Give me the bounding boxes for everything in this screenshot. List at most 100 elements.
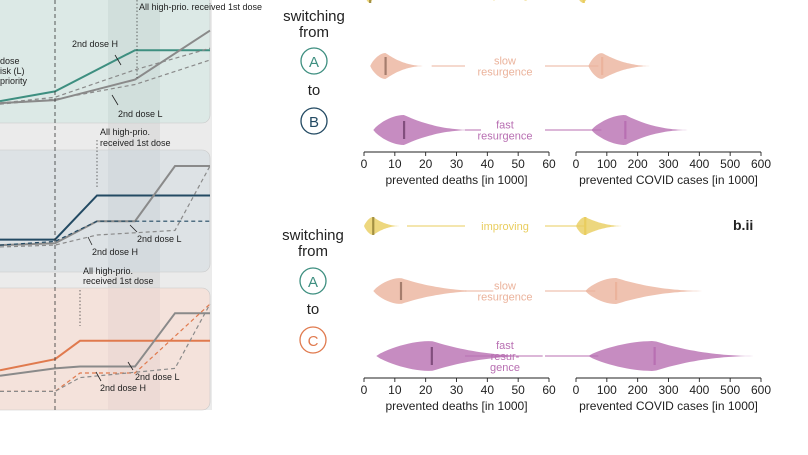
tick-label: 0 <box>361 383 368 397</box>
tick-label: 300 <box>658 157 678 171</box>
switch-title: from <box>299 24 329 41</box>
tick-label: 400 <box>689 383 709 397</box>
violin-deaths <box>366 0 373 3</box>
axis-title: prevented COVID cases [in 1000] <box>579 173 758 187</box>
scenario-label: resur- <box>491 351 520 363</box>
switch-title: switching <box>283 8 345 25</box>
tick-label: 0 <box>573 157 580 171</box>
violin-deaths <box>376 341 537 371</box>
pointer <box>114 54 122 66</box>
tick-label: 30 <box>450 383 464 397</box>
scenario-circle-to <box>299 326 327 354</box>
tick-label: 600 <box>751 383 771 397</box>
scenario-label: gence <box>490 362 520 374</box>
annotation-text: All high-prio. <box>100 127 150 137</box>
line-panel-3 <box>0 287 211 411</box>
tick-label: 100 <box>597 157 617 171</box>
tick-label: 600 <box>751 157 771 171</box>
annotation-text: All high-prio. received 1st dose <box>139 2 262 12</box>
pointer <box>127 361 134 371</box>
pointer <box>111 94 119 106</box>
series-line-4 <box>0 165 211 248</box>
violin-deaths <box>373 115 475 145</box>
pointer <box>95 371 102 382</box>
line-label: 2nd dose H <box>72 39 118 49</box>
tick-label: 50 <box>511 383 525 397</box>
violin-cases <box>576 217 626 235</box>
line-panel-1 <box>0 0 211 124</box>
line-label: 2nd dose H <box>92 247 138 257</box>
tick-label: 10 <box>388 383 402 397</box>
side-label: dose <box>0 56 20 66</box>
scenario-row: improving <box>364 217 626 235</box>
line-label: 2nd dose L <box>135 372 180 382</box>
tick-label: 500 <box>720 157 740 171</box>
scenario-label: improving <box>481 0 529 1</box>
scenario-label: slow <box>494 281 516 293</box>
annotation-text: received 1st dose <box>100 138 171 148</box>
violin-cases <box>588 341 758 371</box>
panel-background <box>0 0 211 124</box>
tick-label: 60 <box>542 383 556 397</box>
scenario-label: improving <box>481 221 529 233</box>
scenario-circle-from <box>300 47 328 75</box>
tick-label: 10 <box>388 157 402 171</box>
scenario-label: resurgence <box>477 67 532 79</box>
tick-label: 300 <box>658 383 678 397</box>
tick-label: 0 <box>361 157 368 171</box>
side-label: isk (L) <box>0 66 25 76</box>
pointer <box>87 236 93 246</box>
scenario-label: fast <box>496 120 514 132</box>
scenario-circle-to <box>300 107 328 135</box>
panel-band <box>108 150 160 272</box>
tick-label: 50 <box>511 157 525 171</box>
tick-label: 20 <box>419 383 433 397</box>
axis-title: prevented deaths [in 1000] <box>385 399 527 413</box>
deaths-axis: 0 10 20 30 40 50 60 prevented deaths [in 1000] <box>361 377 556 413</box>
series-line-1 <box>0 339 210 372</box>
annotation-text: received 1st dose <box>83 276 154 286</box>
violin-deaths <box>364 217 401 235</box>
tick-label: 40 <box>481 383 495 397</box>
line-panel-2 <box>0 149 211 273</box>
line-label: 2nd dose H <box>100 383 146 393</box>
scenario-letter-to: B <box>309 114 319 131</box>
switch-title: from <box>298 243 328 260</box>
to-word: to <box>307 301 320 318</box>
tick-label: 400 <box>689 157 709 171</box>
axis-title: prevented COVID cases [in 1000] <box>579 399 758 413</box>
line-label: 2nd dose L <box>118 109 163 119</box>
switch-title: switching <box>282 227 344 244</box>
tick-label: 60 <box>542 157 556 171</box>
series-line-2 <box>0 29 211 105</box>
tick-label: 20 <box>419 157 433 171</box>
tick-label: 200 <box>628 157 648 171</box>
scenario-letter-from: A <box>308 274 318 291</box>
panel-band <box>108 288 160 410</box>
violin-panel-1: improvingslowresurgencefastresurgence010… <box>283 0 771 187</box>
tick-label: 30 <box>450 157 464 171</box>
line-label: 2nd dose L <box>137 234 182 244</box>
tick-label: 500 <box>720 383 740 397</box>
series-line-2 <box>0 312 210 377</box>
violin-cases <box>591 115 691 145</box>
violin-cases <box>579 0 587 3</box>
axis-title: prevented deaths [in 1000] <box>385 173 527 187</box>
to-word: to <box>308 82 321 99</box>
scenario-letter-to: C <box>308 333 319 350</box>
scenario-label: resurgence <box>477 292 532 304</box>
tick-label: 0 <box>573 383 580 397</box>
annotation-text: All high-prio. <box>83 266 133 276</box>
series-line-4 <box>0 303 211 392</box>
scenario-circle-from <box>299 267 327 295</box>
violin-cases <box>585 278 709 304</box>
violin-deaths <box>370 53 426 79</box>
panel-band <box>108 0 160 123</box>
